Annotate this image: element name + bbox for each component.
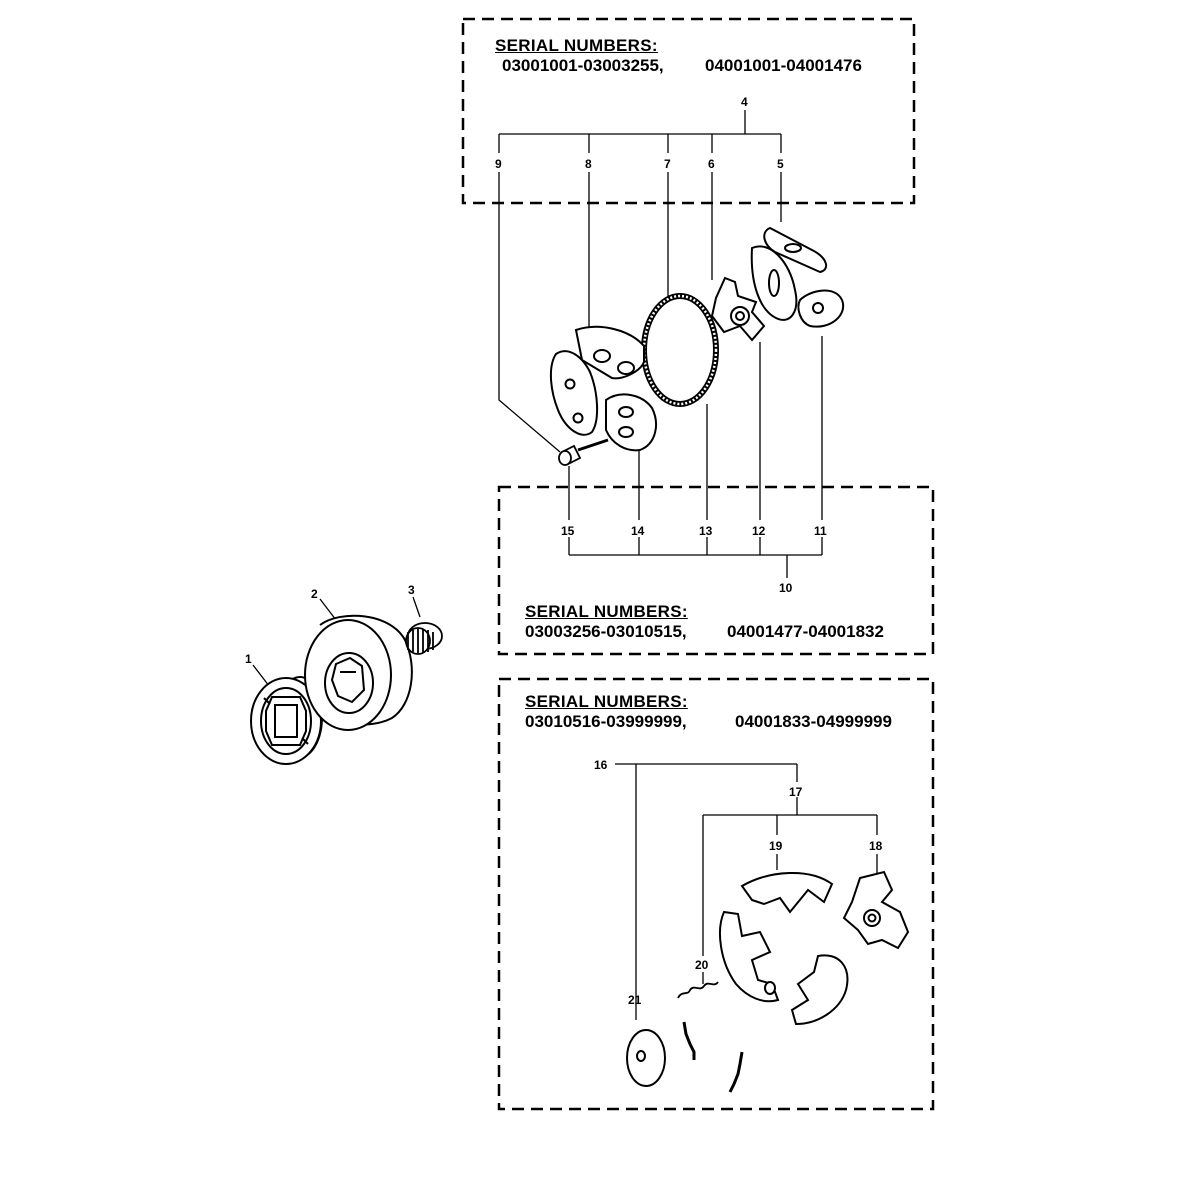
screw-part bbox=[558, 438, 609, 466]
callout-7: 7 bbox=[664, 157, 671, 171]
callout-3: 3 bbox=[408, 583, 415, 597]
middle-serial-range-b: 04001477-04001832 bbox=[727, 622, 884, 641]
callout-8: 8 bbox=[585, 157, 592, 171]
callout-19: 19 bbox=[769, 839, 783, 853]
lower-serial-range-b: 04001833-04999999 bbox=[735, 712, 892, 731]
callout-9: 9 bbox=[495, 157, 502, 171]
callout-13: 13 bbox=[699, 524, 713, 538]
washer-part bbox=[626, 1029, 666, 1087]
small-plate-part bbox=[797, 289, 845, 328]
shoe-right-part bbox=[790, 954, 849, 1026]
callout-10: 10 bbox=[779, 581, 793, 595]
callout-1: 1 bbox=[245, 652, 252, 666]
callout-17: 17 bbox=[789, 785, 803, 799]
callout-14: 14 bbox=[631, 524, 645, 538]
middle-serial-heading: SERIAL NUMBERS: bbox=[525, 602, 688, 621]
clutch-shoe-lower-part bbox=[605, 393, 657, 452]
upper-serial-range-b: 04001001-04001476 bbox=[705, 56, 862, 75]
callout-6: 6 bbox=[708, 157, 715, 171]
center-plate-part bbox=[750, 245, 798, 321]
needle-bearing-part bbox=[405, 622, 443, 655]
callout-16: 16 bbox=[594, 758, 608, 772]
garter-spring-part bbox=[641, 293, 719, 407]
middle-serial-frame bbox=[497, 485, 935, 656]
clutch-hub-part bbox=[710, 276, 766, 342]
callout-15: 15 bbox=[561, 524, 575, 538]
callout-18: 18 bbox=[869, 839, 883, 853]
upper-serial-frame bbox=[461, 17, 916, 205]
upper-serial-heading: SERIAL NUMBERS: bbox=[495, 36, 658, 55]
callout-5: 5 bbox=[777, 157, 784, 171]
shoe-upper-part bbox=[740, 872, 834, 914]
lower-serial-range-a: 03010516-03999999, bbox=[525, 712, 687, 731]
middle-serial-range-a: 03003256-03010515, bbox=[525, 622, 687, 641]
callout-20: 20 bbox=[695, 958, 709, 972]
callout-2: 2 bbox=[311, 587, 318, 601]
shoe-left-part bbox=[719, 910, 780, 1003]
lower-serial-heading: SERIAL NUMBERS: bbox=[525, 692, 688, 711]
clutch-carrier-part bbox=[550, 350, 599, 436]
callout-12: 12 bbox=[752, 524, 766, 538]
lower-serial-frame bbox=[497, 677, 935, 1111]
callout-4: 4 bbox=[741, 95, 748, 109]
hub-lower-part bbox=[842, 870, 910, 950]
clutch-shoe-part bbox=[574, 325, 645, 380]
callout-21: 21 bbox=[628, 993, 642, 1007]
clutch-drum-part bbox=[304, 614, 413, 731]
callout-11: 11 bbox=[814, 524, 827, 538]
upper-serial-range-a: 03001001-03003255, bbox=[502, 56, 664, 75]
spring-part bbox=[677, 981, 744, 1093]
shim-plate-part bbox=[763, 226, 828, 274]
